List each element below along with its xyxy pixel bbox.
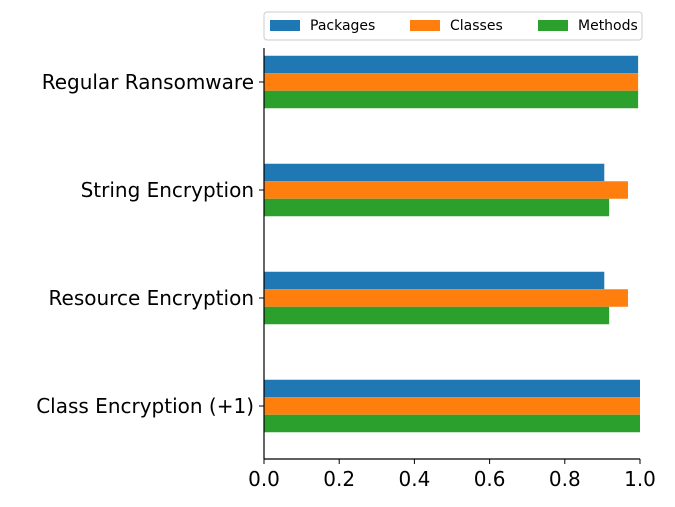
bar-methods-3 (264, 414, 640, 433)
x-tick-label: 0.0 (248, 467, 280, 491)
bar-packages-0 (264, 55, 639, 74)
x-tick-label: 0.8 (549, 467, 581, 491)
legend-box (263, 11, 643, 41)
legend-label: Classes (450, 18, 503, 34)
x-ticks: 0.0 0.2 0.4 0.6 0.8 1.0 (248, 459, 656, 491)
legend-swatch-packages (270, 20, 300, 31)
category-label: Regular Ransomware (42, 70, 254, 94)
legend-swatch-classes (410, 20, 440, 31)
bar-packages-2 (264, 271, 605, 290)
bar-methods-0 (264, 90, 639, 109)
x-tick-label: 1.0 (624, 467, 656, 491)
legend: Packages Classes Methods (263, 11, 643, 41)
category-label: Resource Encryption (49, 286, 254, 310)
x-tick-label: 0.2 (323, 467, 355, 491)
axes-group (263, 48, 640, 460)
bar-packages-3 (264, 379, 640, 398)
legend-label: Packages (310, 18, 375, 34)
category-label: String Encryption (81, 178, 254, 202)
x-tick-label: 0.6 (474, 467, 506, 491)
legend-swatch-methods (538, 20, 568, 31)
bar-classes-1 (264, 181, 628, 199)
legend-label: Methods (578, 18, 638, 34)
bars-group (264, 55, 640, 433)
bar-methods-2 (264, 306, 610, 325)
category-label: Class Encryption (+1) (36, 394, 254, 418)
x-tick-label: 0.4 (398, 467, 430, 491)
bar-packages-1 (264, 163, 605, 182)
bar-methods-1 (264, 198, 610, 217)
bar-classes-3 (264, 397, 640, 415)
bar-classes-0 (264, 73, 639, 91)
bar-classes-2 (264, 289, 628, 307)
